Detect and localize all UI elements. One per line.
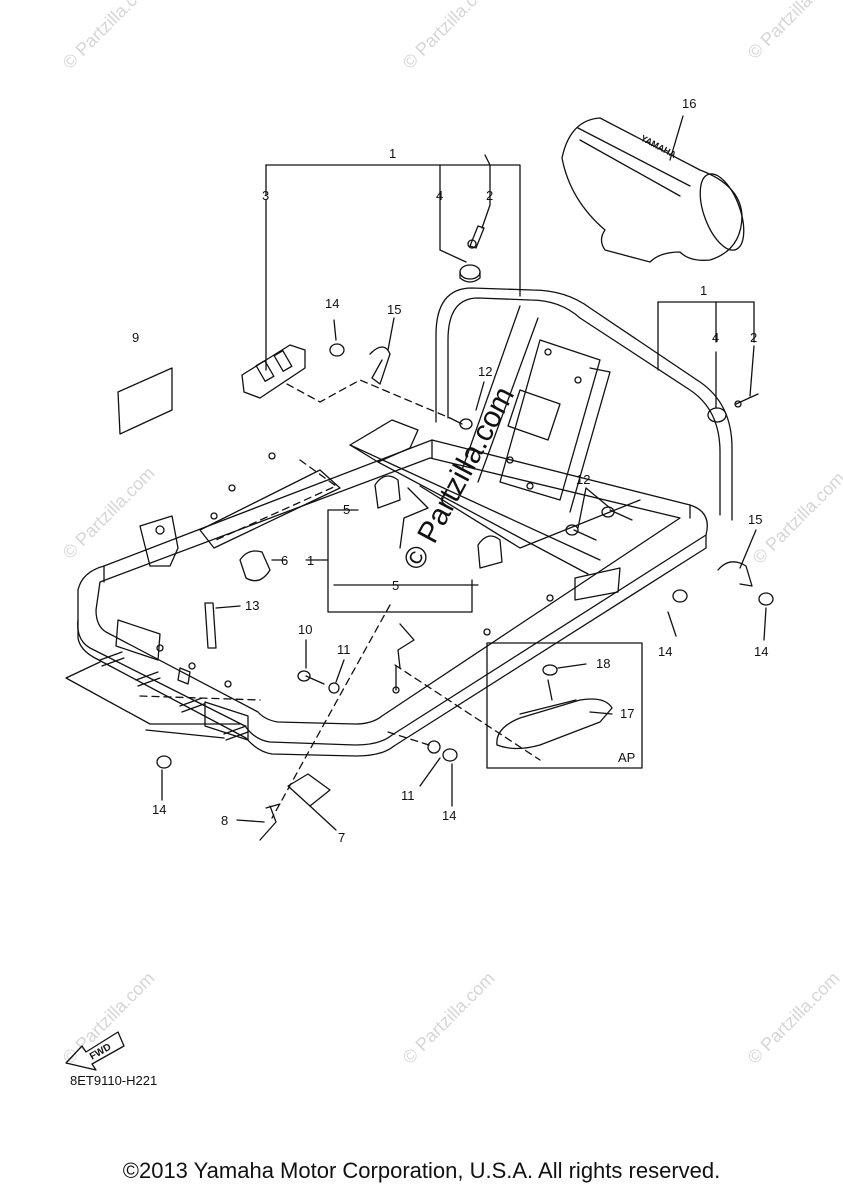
callout-1: 1	[307, 553, 314, 568]
callout-1: 1	[389, 146, 396, 161]
callout-labels: 1 2 3 4 16 1 4 2 14 15 9 12 12 15 5 6 1 …	[132, 96, 768, 845]
callout-2: 2	[750, 330, 757, 345]
callout-1: 1	[700, 283, 707, 298]
callout-2: 2	[486, 188, 493, 203]
callout-5: 5	[343, 502, 350, 517]
callout-14: 14	[442, 808, 456, 823]
watermark: © Partzilla.com	[744, 0, 843, 63]
part-16-cover: YAMAHA	[561, 117, 745, 263]
cross-members	[139, 419, 641, 601]
callout-13: 13	[245, 598, 259, 613]
break-marks	[395, 487, 429, 691]
watermark: © Partzilla.com	[399, 968, 499, 1068]
callout-12: 12	[576, 472, 590, 487]
callout-18: 18	[596, 656, 610, 671]
part-code: 8ET9110-H221	[70, 1073, 158, 1088]
watermark: © Partzilla.com	[744, 968, 843, 1068]
front-brackets	[115, 619, 249, 741]
callout-14: 14	[754, 644, 768, 659]
watermark: © Partzilla.com	[749, 468, 843, 568]
leader-lines	[161, 115, 767, 831]
callout-17: 17	[620, 706, 634, 721]
fwd-arrow	[65, 1031, 125, 1071]
watermark-layer: © Partzilla.com © Partzilla.com © Partzi…	[59, 0, 843, 1068]
callout-12: 12	[478, 364, 492, 379]
callout-14: 14	[152, 802, 166, 817]
callout-5: 5	[392, 578, 399, 593]
callout-4: 4	[712, 330, 719, 345]
part-3-plate	[241, 344, 306, 399]
callout-15: 15	[387, 302, 401, 317]
studs	[65, 651, 249, 741]
inset-ap	[486, 642, 643, 769]
dashed-lines	[139, 379, 541, 819]
callout-9: 9	[132, 330, 139, 345]
watermark: © Partzilla.com	[59, 463, 159, 563]
frame-outline	[77, 439, 708, 757]
callout-6: 6	[281, 553, 288, 568]
inset-label: AP	[618, 750, 635, 765]
cover-brand-text: YAMAHA	[639, 133, 678, 160]
callout-14: 14	[325, 296, 339, 311]
callout-11: 11	[401, 788, 415, 803]
part-9-label	[117, 367, 173, 435]
callout-15: 15	[748, 512, 762, 527]
hardware	[156, 225, 774, 841]
callout-10: 10	[298, 622, 312, 637]
callout-3: 3	[262, 188, 269, 203]
callout-16: 16	[682, 96, 696, 111]
callout-7: 7	[338, 830, 345, 845]
copyright-notice: ©2013 Yamaha Motor Corporation, U.S.A. A…	[122, 1158, 721, 1183]
callout-4: 4	[436, 188, 443, 203]
watermark: © Partzilla.com	[59, 0, 159, 73]
center-watermark: © Partzilla.com	[397, 381, 521, 575]
callout-8: 8	[221, 813, 228, 828]
callout-14: 14	[658, 644, 672, 659]
watermark: © Partzilla.com	[399, 0, 499, 73]
callout-11: 11	[337, 642, 351, 657]
